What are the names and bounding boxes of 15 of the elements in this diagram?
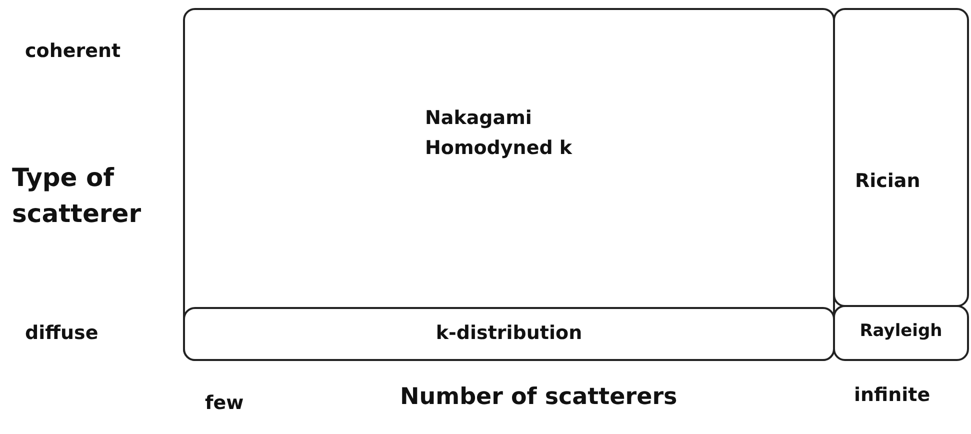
region-box (833, 8, 969, 307)
band-box (183, 307, 835, 361)
band-box (833, 305, 969, 361)
scale-label: infinite (854, 384, 930, 406)
axis-title: Type of scatterer (12, 162, 142, 230)
axis-title: Number of scatterers (400, 384, 678, 410)
distribution-label: Rician (855, 170, 920, 192)
distribution-label: Nakagami (425, 107, 532, 129)
distribution-label: Homodyned k (425, 137, 572, 159)
scale-label: coherent (25, 40, 121, 62)
scale-label: few (205, 392, 244, 414)
distribution-label: k-distribution (434, 322, 584, 344)
distribution-label: Rayleigh (858, 321, 944, 341)
region-box (183, 8, 835, 361)
scale-label: diffuse (25, 322, 98, 344)
